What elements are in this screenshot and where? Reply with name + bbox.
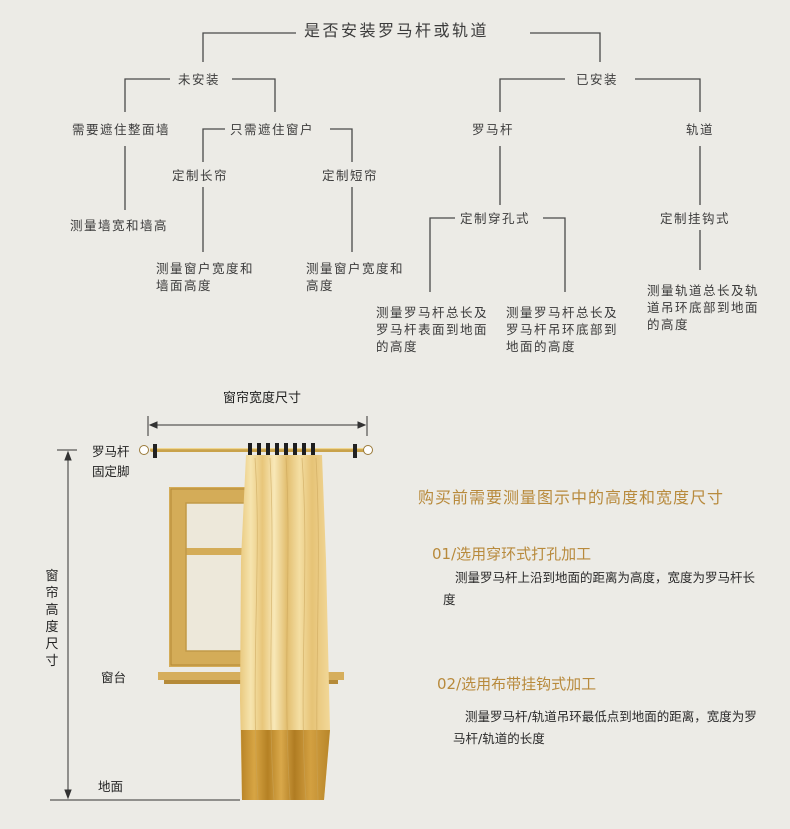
node-long-curtain: 定制长帘: [172, 168, 229, 183]
floor-label: 地面: [98, 779, 124, 794]
node-measure-short: 测量窗户宽度和高度: [306, 261, 405, 293]
section1-heading: 01/选用穿环式打孔加工: [432, 545, 592, 563]
curtain-rings: [248, 443, 315, 457]
node-grommet-measure-b: 测量罗马杆总长及罗马杆吊环底部到地面的高度: [506, 305, 619, 354]
section2-heading: 02/选用布带挂钩式加工: [437, 675, 597, 693]
node-measure-long: 测量窗户宽度和墙面高度: [156, 261, 255, 293]
node-roman-rod: 罗马杆: [472, 122, 515, 137]
decision-tree-lines: [124, 32, 701, 292]
height-dimension-arrow: [50, 449, 240, 801]
node-track: 轨道: [686, 122, 715, 137]
curtain-width-label: 窗帘宽度尺寸: [223, 391, 302, 406]
bracket-label: 固定脚: [92, 464, 130, 479]
rod-label: 罗马杆: [92, 444, 130, 459]
node-hook: 定制挂钩式: [660, 211, 731, 226]
node-short-curtain: 定制短帘: [322, 168, 379, 183]
info-title: 购买前需要测量图示中的高度和宽度尺寸: [418, 488, 725, 507]
node-grommet-measure-a: 测量罗马杆总长及罗马杆表面到地面的高度: [376, 305, 489, 354]
node-not-installed: 未安装: [178, 72, 221, 87]
width-dimension-arrow: [147, 416, 368, 436]
node-track-measure: 测量轨道总长及轨道吊环底部到地面的高度: [647, 283, 760, 332]
node-cover-window: 只需遮住窗户: [230, 122, 315, 137]
section1-body: 测量罗马杆上沿到地面的距离为高度，宽度为罗马杆长度: [443, 570, 756, 607]
curtain-height-label: 窗帘高度尺寸: [45, 569, 59, 669]
sill-label: 窗台: [101, 670, 127, 685]
node-measure-wall: 测量墙宽和墙高: [70, 218, 169, 233]
curtain-panel: [240, 455, 330, 801]
node-cover-wall: 需要遮住整面墙: [72, 122, 171, 137]
node-installed: 已安装: [576, 72, 619, 87]
node-grommet: 定制穿孔式: [460, 211, 531, 226]
section2-body: 测量罗马杆/轨道吊环最低点到地面的距离，宽度为罗马杆/轨道的长度: [453, 709, 757, 746]
tree-root-question: 是否安装罗马杆或轨道: [304, 21, 490, 40]
